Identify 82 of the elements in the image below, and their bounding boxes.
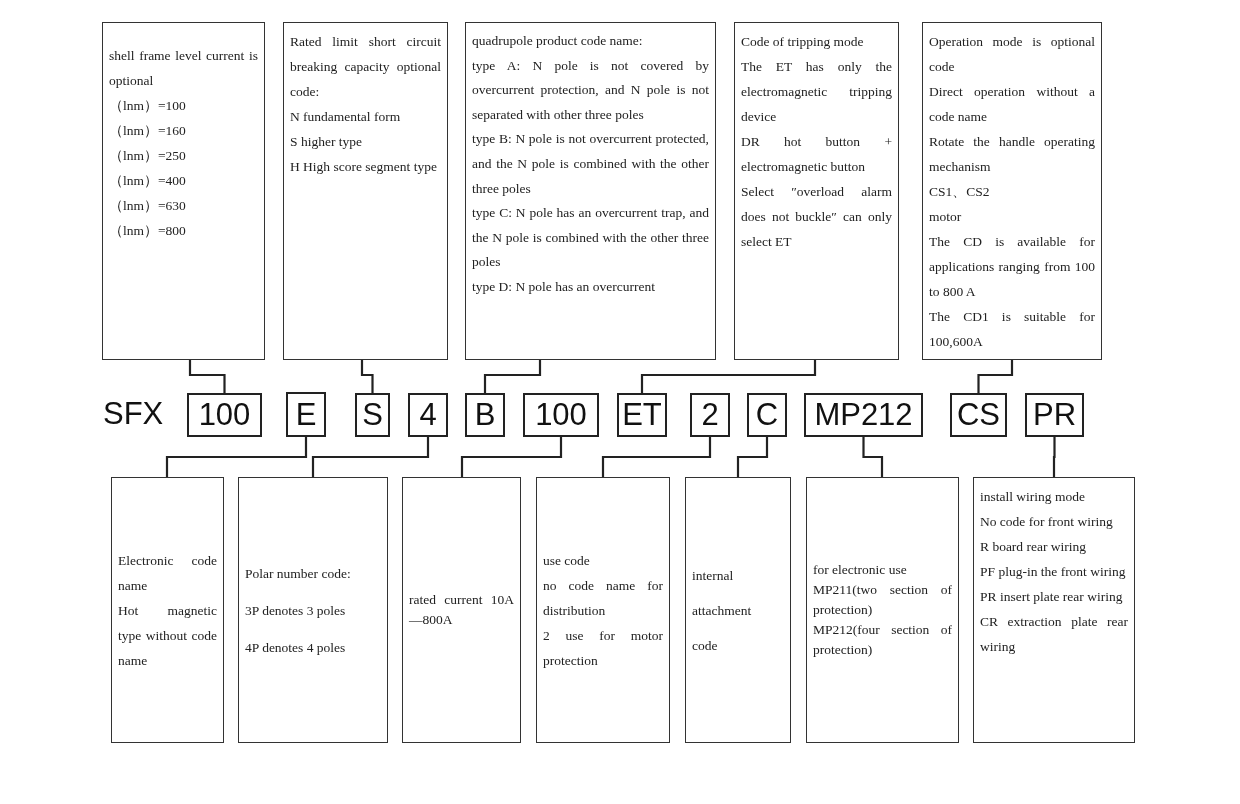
code-segment-box: C bbox=[747, 393, 787, 437]
description-box bbox=[111, 477, 224, 743]
description-text: Direct operation without a code name bbox=[929, 83, 1095, 126]
description-text: MP212(four section of protection) bbox=[813, 621, 952, 659]
leader-line bbox=[165, 437, 308, 477]
description-text: attachment bbox=[692, 601, 753, 620]
description-text: install wiring mode bbox=[980, 488, 1086, 506]
description-text: Code of tripping mode bbox=[741, 33, 865, 51]
description-text: code bbox=[692, 636, 719, 655]
code-segment-box: 100 bbox=[523, 393, 599, 437]
code-segment-box: PR bbox=[1025, 393, 1084, 437]
description-box bbox=[238, 477, 388, 743]
code-segment-box: 4 bbox=[408, 393, 448, 437]
description-text: The CD is available for applications ranging from 100 to 800 A bbox=[929, 233, 1095, 301]
description-text: The CD1 is suitable for 100,600A bbox=[929, 308, 1095, 351]
description-text: Electronic code name bbox=[118, 551, 217, 595]
description-text: PR insert plate rear wiring bbox=[980, 588, 1124, 606]
description-text: internal bbox=[692, 566, 735, 585]
code-segment-box: CS bbox=[950, 393, 1007, 437]
description-text: S higher type bbox=[290, 133, 363, 151]
description-text: No code for front wiring bbox=[980, 513, 1114, 531]
description-text: MP211(two section of protection) bbox=[813, 581, 952, 619]
description-text: 2 use for motor protection bbox=[543, 626, 663, 670]
description-text: H High score segment type bbox=[290, 158, 438, 176]
code-segment-box: E bbox=[286, 392, 326, 437]
leader-line bbox=[460, 437, 563, 477]
description-text: Operation mode is optional code bbox=[929, 33, 1095, 76]
description-text: Rotate the handle operating mechanism bbox=[929, 133, 1095, 176]
code-segment-box: MP212 bbox=[804, 393, 923, 437]
description-text: 3P denotes 3 poles bbox=[245, 601, 347, 620]
description-text: Rated limit short circuit breaking capacity optional code: bbox=[290, 33, 441, 101]
description-text: Polar number code: bbox=[245, 564, 352, 583]
description-box bbox=[922, 22, 1102, 360]
code-segment-box: 100 bbox=[187, 393, 262, 437]
description-text: DR hot button + electromagnetic button bbox=[741, 133, 892, 176]
description-text: rated current 10A—800A bbox=[409, 591, 514, 629]
description-text: shell frame level current is optional bbox=[109, 47, 258, 90]
leader-line bbox=[360, 360, 374, 393]
description-box bbox=[806, 477, 959, 743]
description-box bbox=[536, 477, 670, 743]
description-box bbox=[465, 22, 716, 360]
description-text: no code name for distribution bbox=[543, 576, 663, 620]
description-text: （lnm）=250 bbox=[109, 147, 187, 165]
description-text: （lnm）=400 bbox=[109, 172, 187, 190]
description-text: （lnm）=800 bbox=[109, 222, 187, 240]
model-prefix: SFX bbox=[103, 396, 164, 432]
leader-line bbox=[601, 437, 712, 477]
description-text: 4P denotes 4 poles bbox=[245, 638, 347, 657]
description-text: Select ″overload alarm does not buckle″ can only select ET bbox=[741, 183, 892, 251]
description-text: N fundamental form bbox=[290, 108, 402, 126]
leader-line bbox=[640, 360, 817, 393]
code-segment-box: ET bbox=[617, 393, 667, 437]
code-segment-box: 2 bbox=[690, 393, 730, 437]
description-text: CR extraction plate rear wiring bbox=[980, 613, 1128, 656]
code-segment-box: S bbox=[355, 393, 390, 437]
leader-line bbox=[736, 437, 769, 477]
description-box bbox=[734, 22, 899, 360]
description-text: The ET has only the electromagnetic tripping device bbox=[741, 58, 892, 126]
description-text: use code bbox=[543, 551, 591, 570]
description-text: （lnm）=630 bbox=[109, 197, 187, 215]
description-text: Hot magnetic type without code name bbox=[118, 601, 217, 670]
description-box bbox=[283, 22, 448, 360]
description-text: CS1、CS2 bbox=[929, 183, 991, 201]
description-text: （lnm）=160 bbox=[109, 122, 187, 140]
description-text: quadrupole product code name: bbox=[472, 32, 644, 50]
description-text: type D: N pole has an overcurrent bbox=[472, 277, 656, 296]
description-box bbox=[685, 477, 791, 743]
description-text: for electronic use bbox=[813, 561, 908, 579]
description-text: （lnm）=100 bbox=[109, 97, 187, 115]
description-text: R board rear wiring bbox=[980, 538, 1088, 556]
description-text: PF plug-in the front wiring bbox=[980, 563, 1127, 581]
leader-line bbox=[483, 360, 542, 393]
leader-line bbox=[311, 437, 430, 477]
description-text: motor bbox=[929, 208, 963, 226]
leader-line bbox=[862, 437, 884, 477]
leader-line bbox=[1052, 437, 1056, 477]
code-segment-box: B bbox=[465, 393, 505, 437]
description-box bbox=[402, 477, 521, 743]
leader-line bbox=[977, 360, 1014, 393]
leader-line bbox=[188, 360, 226, 393]
description-box bbox=[973, 477, 1135, 743]
description-box bbox=[102, 22, 265, 360]
